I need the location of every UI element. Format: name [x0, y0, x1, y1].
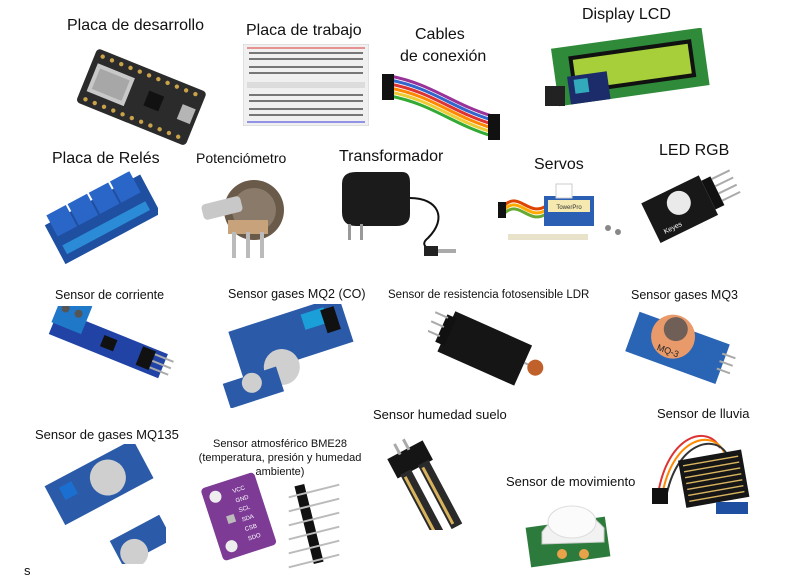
label-servos: Servos: [534, 156, 584, 173]
label-led-rgb: LED RGB: [659, 142, 730, 159]
footer-mark: s: [24, 563, 31, 578]
transformador-image: [338, 168, 464, 260]
servo-brand-text: TowerPro: [556, 205, 582, 211]
label-sensor-mq3: Sensor gases MQ3: [631, 288, 738, 302]
placa-trabajo-image: [243, 44, 369, 126]
placa-reles-image: [44, 168, 158, 268]
bme-pin-scl: SCL: [238, 504, 252, 514]
display-lcd-image: [545, 28, 715, 116]
label-cables-2: de conexión: [400, 48, 487, 65]
bme-pin-sda: SDA: [241, 514, 255, 524]
cables-image: [382, 72, 502, 142]
servos-image: TowerPro: [498, 178, 628, 250]
label-sensor-mq135: Sensor de gases MQ135: [35, 427, 179, 442]
label-sensor-ldr: Sensor de resistencia fotosensible LDR: [388, 289, 590, 301]
sensor-bme28-image: VCC GND SCL SDA CSB SDO: [200, 464, 360, 572]
bme-pin-gnd: GND: [235, 494, 250, 504]
label-sensor-lluvia: Sensor de lluvia: [657, 406, 750, 421]
label-sensor-movimiento: Sensor de movimiento: [506, 474, 636, 489]
label-placa-trabajo: Placa de trabajo: [246, 22, 362, 39]
label-placa-reles: Placa de Relés: [52, 150, 160, 167]
label-display-lcd: Display LCD: [582, 6, 671, 23]
sensor-humedad-image: [382, 428, 498, 530]
label-sensor-bme28: Sensor atmosférico BME28 (temperatura, p…: [198, 438, 362, 478]
label-potenciometro: Potenciómetro: [196, 150, 287, 166]
bme-pin-sdo: SDO: [247, 533, 262, 543]
sensor-ldr-image: [428, 306, 548, 396]
sensor-lluvia-image: [648, 424, 758, 518]
bme-pin-vcc: VCC: [232, 485, 247, 495]
placa-desarrollo-image: [70, 48, 212, 148]
label-sensor-corriente: Sensor de corriente: [55, 288, 165, 302]
led-rgb-image: Keyes: [636, 162, 744, 244]
label-transformador: Transformador: [339, 148, 444, 165]
sensor-movimiento-image: [522, 492, 622, 568]
sensor-mq3-image: MQ-3: [622, 304, 740, 390]
bme-pin-csb: CSB: [244, 524, 258, 534]
sensor-mq135-image: [40, 444, 166, 564]
label-sensor-mq2: Sensor gases MQ2 (CO): [228, 287, 366, 301]
sensor-corriente-image: [40, 306, 180, 390]
potenciometro-image: [198, 172, 290, 264]
label-placa-desarrollo: Placa de desarrollo: [67, 17, 204, 34]
sensor-mq2-image: [215, 304, 361, 408]
label-sensor-humedad: Sensor humedad suelo: [373, 407, 507, 422]
label-cables-1: Cables: [415, 26, 465, 43]
